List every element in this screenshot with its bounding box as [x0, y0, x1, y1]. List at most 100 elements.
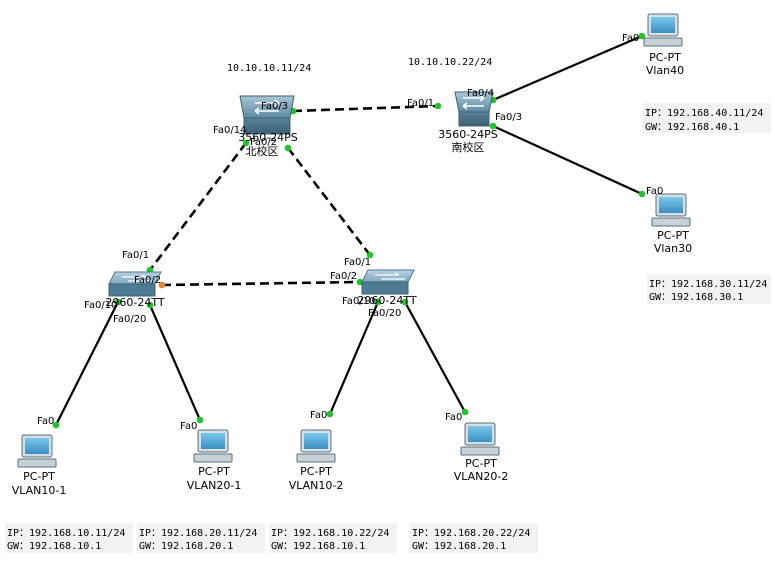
link-right-pc-vlan10-2[interactable]: [328, 301, 380, 415]
multilayer-switch-icon: [239, 95, 295, 135]
pc-vlan30[interactable]: [651, 193, 691, 227]
link-north-right[interactable]: [286, 147, 372, 256]
port-label-left-fa020: Fa0/20: [113, 314, 146, 325]
pc-vlan10-1[interactable]: [17, 434, 57, 468]
pc-vlan40-name-label: Vlan40: [646, 64, 684, 77]
switch-icon: [361, 269, 415, 295]
pc-vlan10-1-name-label: VLAN10-1: [12, 484, 67, 497]
port-label-pc-vlan20-2: Fa0: [445, 412, 462, 423]
pc-vlan30-type-label: PC-PT: [657, 229, 689, 242]
note-vlan10-2-gw: GW：192.168.10.1: [271, 541, 365, 552]
port-label-south-fa04: Fa0/4: [467, 88, 494, 99]
pc-vlan20-2-type-label: PC-PT: [465, 457, 497, 470]
port-label-pc-vlan40: Fa0: [622, 33, 639, 44]
light-right-fa010: [374, 298, 382, 306]
link-right-pc-vlan20-2[interactable]: [404, 301, 466, 413]
link-south-pc-vlan40[interactable]: [492, 34, 643, 102]
port-label-north-fa02: Fa0/2: [250, 137, 277, 148]
light-pc-vlan20-2: [461, 408, 469, 416]
core-north-name-label: 北校区: [246, 144, 279, 158]
note-vlan20-1[interactable]: IP：192.168.20.11/24 GW：192.168.20.1: [137, 523, 265, 553]
core-south-ip-label: 10.10.10.22/24: [408, 57, 492, 68]
port-label-right-fa01: Fa0/1: [344, 257, 371, 268]
ip-notes: IP：192.168.40.11/24 GW：192.168.40.1 IP：1…: [5, 103, 771, 553]
light-pc-vlan10-1: [52, 421, 60, 429]
note-vlan20-1-gw: GW：192.168.20.1: [139, 541, 233, 552]
core-south-model-label: 3560-24PS: [438, 128, 498, 141]
note-vlan30-gw: GW：192.168.30.1: [649, 292, 743, 303]
port-label-south-fa03: Fa0/3: [495, 112, 522, 123]
device-labels: 10.10.10.11/24 10.10.10.22/24 3560-24PS …: [12, 51, 692, 497]
pc-icon: [651, 193, 691, 227]
port-label-right-fa010: Fa0/10: [342, 296, 375, 307]
multilayer-switch-icon: [454, 91, 494, 127]
pc-vlan20-1-name-label: VLAN20-1: [187, 479, 242, 492]
pc-icon: [643, 13, 683, 47]
light-north-fa02: [284, 144, 292, 152]
pc-icon: [460, 422, 500, 456]
link-left-pc-vlan10-1[interactable]: [55, 301, 119, 426]
note-vlan10-1-gw: GW：192.168.10.1: [7, 541, 101, 552]
link-left-pc-vlan20-1[interactable]: [148, 304, 202, 421]
light-pc-vlan30: [638, 190, 646, 198]
note-vlan10-2[interactable]: IP：192.168.10.22/24 GW：192.168.10.1: [269, 523, 397, 553]
access-switch-left[interactable]: [108, 271, 162, 297]
switch-icon: [108, 271, 162, 297]
light-left-fa02: [158, 281, 166, 289]
light-left-fa010: [114, 298, 122, 306]
port-label-pc-vlan20-1: Fa0: [180, 421, 197, 432]
link-north-left[interactable]: [148, 142, 248, 271]
port-label-right-fa02: Fa0/2: [330, 271, 357, 282]
pc-vlan10-2[interactable]: [296, 429, 336, 463]
light-right-fa020: [401, 298, 409, 306]
pc-icon: [193, 429, 233, 463]
core-north-model-label: 3560-24PS: [238, 131, 298, 144]
port-label-south-fa01: Fa0/1: [407, 98, 434, 109]
light-pc-vlan10-2: [326, 410, 334, 418]
core-switch-north[interactable]: [239, 95, 295, 135]
light-north-fa014: [242, 139, 250, 147]
port-label-north-fa03: Fa0/3: [261, 101, 288, 112]
port-label-left-fa010: Fa0/10: [84, 300, 117, 311]
note-vlan20-2-ip: IP：192.168.20.22/24: [412, 528, 530, 539]
pc-vlan10-1-type-label: PC-PT: [23, 470, 55, 483]
pc-vlan20-2[interactable]: [460, 422, 500, 456]
access-switch-right[interactable]: [361, 269, 415, 295]
core-north-ip-label: 10.10.10.11/24: [227, 63, 311, 74]
pc-vlan40[interactable]: [643, 13, 683, 47]
note-vlan40[interactable]: IP：192.168.40.11/24 GW：192.168.40.1: [643, 103, 771, 133]
port-label-right-fa020: Fa0/20: [368, 308, 401, 319]
note-vlan30[interactable]: IP：192.168.30.11/24 GW：192.168.30.1: [647, 274, 771, 304]
note-vlan40-ip: IP：192.168.40.11/24: [645, 108, 763, 119]
pc-icon: [17, 434, 57, 468]
port-labels: Fa0/3 Fa0/14 Fa0/2 Fa0/1 Fa0/4 Fa0/3 Fa0…: [37, 33, 663, 432]
link-north-south[interactable]: [292, 104, 439, 113]
access-right-model-label: 2960-24TT: [357, 294, 416, 307]
note-vlan10-1[interactable]: IP：192.168.10.11/24 GW：192.168.10.1: [5, 523, 133, 553]
port-label-pc-vlan30: Fa0: [646, 186, 663, 197]
light-pc-vlan20-1: [196, 416, 204, 424]
note-vlan40-gw: GW：192.168.40.1: [645, 122, 739, 133]
note-vlan20-2[interactable]: IP：192.168.20.22/24 GW：192.168.20.1: [410, 523, 538, 553]
light-left-fa020: [146, 301, 154, 309]
light-right-fa01: [366, 251, 374, 259]
core-south-name-label: 南校区: [452, 140, 485, 154]
note-vlan10-2-ip: IP：192.168.10.22/24: [271, 528, 389, 539]
link-lights: [52, 32, 646, 429]
pc-vlan20-1[interactable]: [193, 429, 233, 463]
light-south-fa01: [434, 102, 442, 110]
port-label-left-fa01: Fa0/1: [122, 250, 149, 261]
light-pc-vlan40: [638, 32, 646, 40]
pc-icon: [296, 429, 336, 463]
pc-vlan30-name-label: Vlan30: [654, 242, 692, 255]
link-south-pc-vlan30[interactable]: [492, 124, 643, 196]
core-switch-south[interactable]: [454, 91, 494, 127]
pc-vlan20-1-type-label: PC-PT: [198, 465, 230, 478]
link-left-right[interactable]: [161, 280, 361, 287]
port-label-left-fa02: Fa0/2: [134, 275, 161, 286]
note-vlan20-1-ip: IP：192.168.20.11/24: [139, 528, 257, 539]
pc-vlan20-2-name-label: VLAN20-2: [454, 470, 509, 483]
links: [55, 34, 643, 426]
port-label-north-fa014: Fa0/14: [213, 125, 246, 136]
